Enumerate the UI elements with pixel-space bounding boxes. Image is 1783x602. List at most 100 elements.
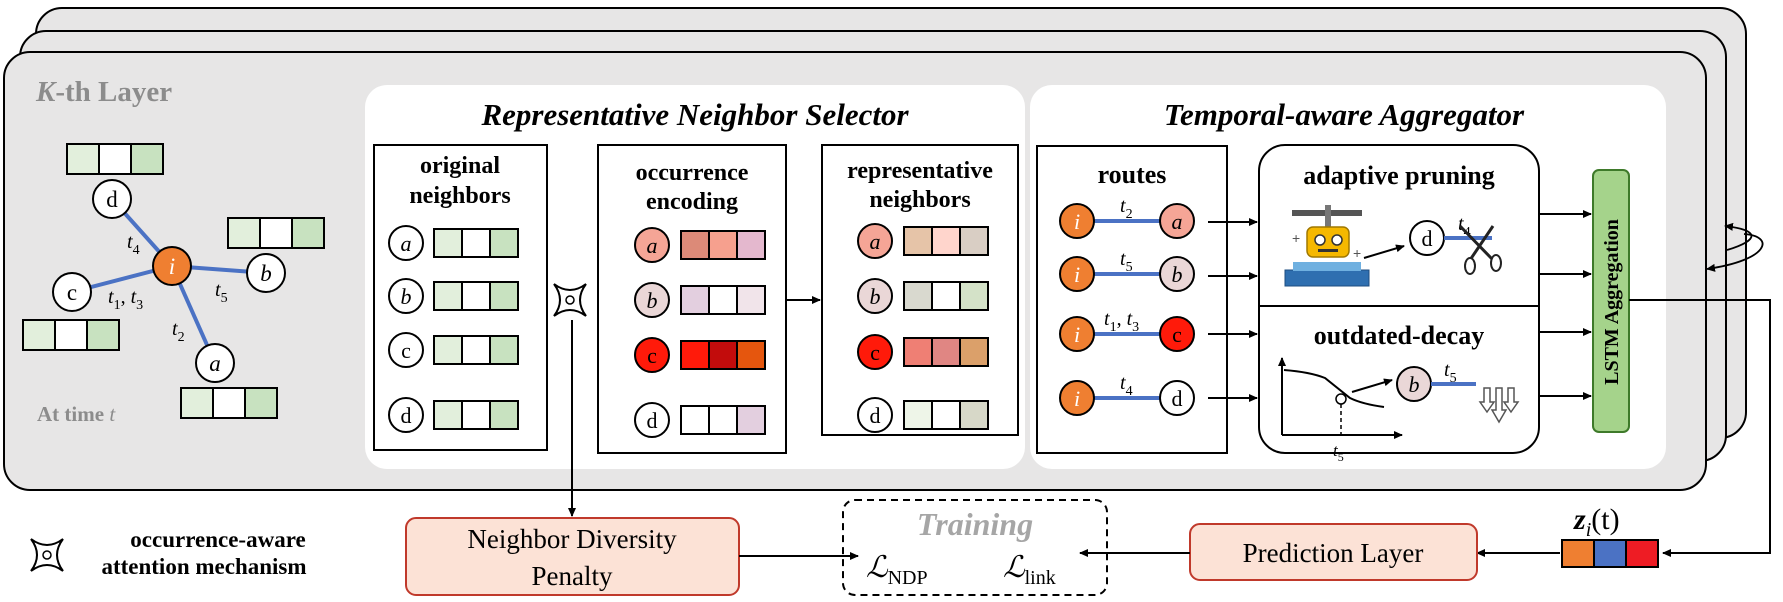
occurrence-row-c: c [634, 337, 766, 373]
occurrence-node-label-c: c [647, 343, 657, 368]
representative-row-d: d [857, 397, 989, 433]
selector-title: Representative Neighbor Selector [480, 97, 909, 132]
route-node-i-label: i [1074, 322, 1080, 347]
original-cell-c-0 [433, 335, 463, 365]
legend-line-1: occurrence-aware [130, 527, 305, 552]
decay-node-b: b [1396, 366, 1432, 402]
pruning-node-d: d [1409, 220, 1445, 256]
original-node-label-c: c [401, 338, 411, 363]
z-vector [1561, 539, 1659, 568]
graph-node-b: b [246, 253, 286, 293]
original-row-a: a [388, 225, 519, 261]
representative-cell-d-2 [959, 400, 989, 430]
training-box [842, 499, 1108, 596]
svg-text:b: b [260, 261, 272, 286]
z-vector-cell-0 [1561, 539, 1595, 568]
representative-row-c: c [857, 334, 989, 370]
graph-node-c: c [52, 272, 92, 312]
original-row-c: c [388, 332, 519, 368]
legend-line-2: attention mechanism [101, 554, 306, 579]
occurrence-node-d [634, 402, 670, 438]
ndp-label-1: Neighbor Diversity [467, 524, 677, 554]
occurrence-cell-d-0 [680, 405, 710, 435]
down-arrows-icon [1478, 387, 1520, 424]
original-row-d: d [388, 397, 519, 433]
original-node-label-d: d [401, 403, 412, 428]
edge-label-t2: t2 [172, 318, 185, 345]
occurrence-node-b [634, 282, 670, 318]
attention-mechanism-icon [553, 283, 587, 317]
original-row-b: b [388, 278, 519, 314]
svg-text:c: c [67, 280, 77, 305]
original-node-d [388, 397, 424, 433]
occurrence-row-b: b [634, 282, 766, 318]
svg-text:+: + [1353, 245, 1361, 261]
route-time-label-c: t1, t3 [1104, 308, 1139, 335]
z-label: zi(t) [1573, 503, 1620, 541]
lstm-aggregation-label: LSTM Aggregation [1601, 219, 1623, 385]
original-node-a [388, 225, 424, 261]
representative-rows: a bc d [857, 223, 989, 433]
representative-node-a [857, 223, 893, 259]
prediction-layer-label: Prediction Layer [1243, 538, 1424, 568]
original-title-1: original [420, 153, 500, 179]
svg-text:d: d [1422, 226, 1433, 251]
occurrence-cell-a-1 [708, 230, 738, 260]
z-vector-cell-2 [1625, 539, 1659, 568]
representative-node-d [857, 397, 893, 433]
occurrence-cell-a-2 [736, 230, 766, 260]
representative-cell-c-0 [903, 337, 933, 367]
route-node-i-label: i [1074, 386, 1080, 411]
original-title-2: neighbors [409, 183, 510, 209]
legend-attention-icon [30, 538, 64, 572]
pruning-title: adaptive pruning [1303, 161, 1494, 190]
scissors-icon [1458, 224, 1502, 275]
original-cell-a-2 [489, 228, 519, 258]
occurrence-title-1: occurrence [636, 160, 749, 186]
svg-text:+: + [1292, 230, 1300, 246]
original-cell-d-1 [461, 400, 491, 430]
representative-node-label-d: d [870, 403, 881, 428]
embedding-a [180, 387, 278, 419]
original-rows: abc d [388, 225, 519, 433]
edge-label-t1-t3: t1, t3 [108, 286, 143, 313]
route-node-d [1159, 380, 1195, 416]
lstm-to-z-arrow [1629, 299, 1771, 557]
route-node-a [1159, 203, 1195, 239]
occurrence-node-c [634, 337, 670, 373]
curve-to-node-arrow [1351, 378, 1393, 393]
aggregator-title: Temporal-aware Aggregator [1164, 97, 1525, 132]
graph-node-a: a [195, 343, 235, 383]
edge-label-t5: t5 [215, 279, 228, 306]
route-node-label-d: d [1172, 386, 1183, 411]
decay-time-label: t5 [1444, 359, 1457, 386]
decay-title: outdated-decay [1314, 321, 1484, 350]
ndp-label-2: Penalty [532, 561, 613, 591]
route-time-label-d: t4 [1120, 372, 1133, 399]
temporal-graph: d b c a i t4 t5 t1, t3 t2 At time t [22, 143, 325, 426]
route-node-i [1059, 203, 1095, 239]
edge-label-t4: t4 [127, 231, 140, 258]
representative-cell-d-1 [931, 400, 961, 430]
occurrence-cell-b-2 [736, 285, 766, 315]
original-node-c [388, 332, 424, 368]
robot-icon: + + [1284, 205, 1370, 287]
representative-node-label-a: a [870, 229, 881, 254]
original-node-label-a: a [401, 231, 412, 256]
representative-cell-b-1 [931, 281, 961, 311]
original-node-b [388, 278, 424, 314]
embedding-c [22, 319, 120, 351]
original-cell-c-2 [489, 335, 519, 365]
representative-node-label-b: b [870, 284, 881, 309]
representative-cell-b-0 [903, 281, 933, 311]
svg-text:d: d [106, 187, 118, 212]
representative-node-b [857, 278, 893, 314]
occurrence-node-a [634, 227, 670, 263]
representative-cell-c-1 [931, 337, 961, 367]
occurrence-cell-c-2 [736, 340, 766, 370]
embedding-b [227, 217, 325, 249]
svg-text:a: a [209, 351, 221, 376]
original-cell-d-2 [489, 400, 519, 430]
route-time-label-b: t5 [1120, 248, 1133, 275]
